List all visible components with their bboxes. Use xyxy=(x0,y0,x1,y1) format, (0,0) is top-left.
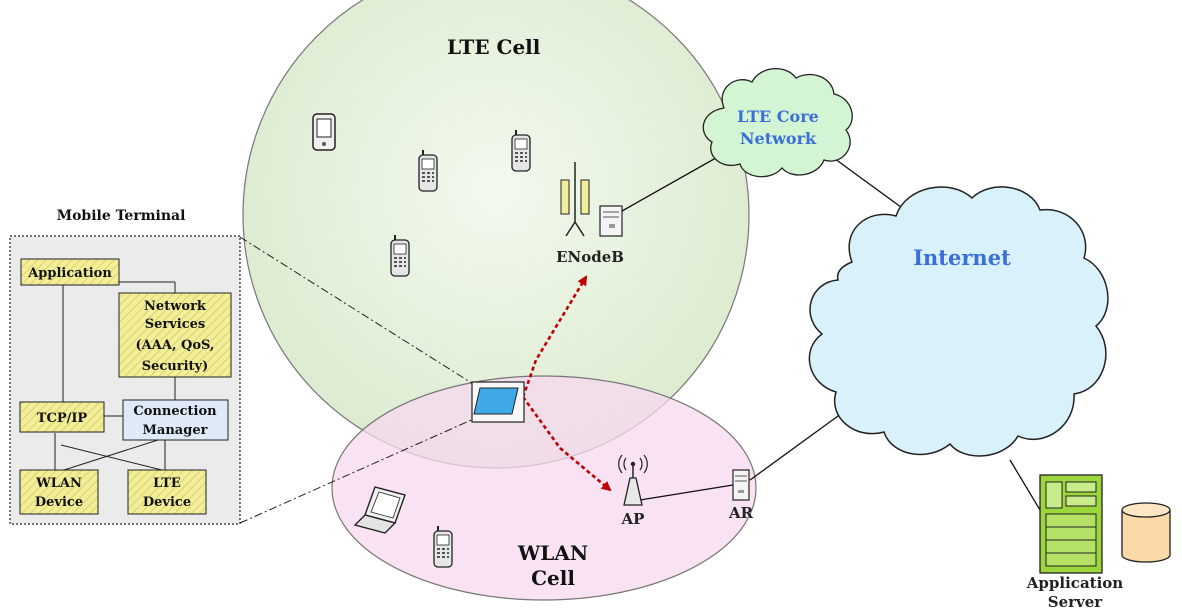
internet-cloud: Internet xyxy=(808,186,1109,457)
projection-line-top xyxy=(239,236,479,388)
mobile-phone-icon xyxy=(511,130,531,172)
connection-manager-line2: Manager xyxy=(143,423,208,438)
network-services-line2: Services xyxy=(145,317,206,332)
lte-device-line1: LTE xyxy=(153,476,181,491)
network-services-line1: Network xyxy=(144,299,207,314)
tcpip-block xyxy=(19,401,105,433)
wlan-cell-label-line1: WLAN xyxy=(517,541,588,565)
app-server-label-line2: Server xyxy=(1048,593,1104,611)
app-server-label-line1: Application xyxy=(1026,574,1123,592)
lte-device-line2: Device xyxy=(143,495,191,510)
wlan-cell-label-line2: Cell xyxy=(531,566,575,590)
network-services-line4: Security) xyxy=(142,359,209,374)
access-router-server-icon xyxy=(732,469,750,501)
mobile-phone-icon xyxy=(390,235,410,277)
link-enodeb-ltecore xyxy=(621,149,731,212)
mobile-terminal-title: Mobile Terminal xyxy=(57,208,186,224)
connection-manager-line1: Connection xyxy=(133,404,217,419)
tcpip-block-label: TCP/IP xyxy=(37,411,88,426)
projection-line-bottom xyxy=(239,416,479,524)
ap-label: AP xyxy=(621,510,645,528)
lte-core-cloud: LTE Core Network xyxy=(702,68,853,178)
application-block xyxy=(20,258,120,286)
lte-cell-label: LTE Cell xyxy=(447,35,541,59)
wlan-device-block xyxy=(19,469,99,515)
tablet-icon xyxy=(471,381,525,423)
handover-arrow-to-ap xyxy=(521,396,612,492)
application-server-icon xyxy=(1039,474,1103,574)
application-block-label: Application xyxy=(27,266,112,281)
lte-core-label-line1: LTE Core xyxy=(737,107,819,126)
lte-device-block xyxy=(127,469,207,515)
laptop-icon xyxy=(353,486,406,534)
network-services-block xyxy=(118,292,232,378)
internet-label: Internet xyxy=(913,245,1011,270)
mobile-phone-icon xyxy=(433,526,453,568)
access-point-icon xyxy=(618,454,648,506)
mobile-phone-icon xyxy=(418,150,438,192)
link-ap-ar xyxy=(639,484,734,501)
ar-label: AR xyxy=(728,504,754,522)
network-services-line3: (AAA, QoS, xyxy=(136,338,215,353)
database-icon xyxy=(1121,502,1171,563)
pda-icon xyxy=(312,113,336,151)
wlan-device-line1: WLAN xyxy=(35,476,82,491)
lte-core-label-line2: Network xyxy=(740,129,817,148)
enodeb-server-icon xyxy=(599,205,623,237)
enodeb-antenna-icon xyxy=(560,162,590,237)
connection-manager-block xyxy=(122,399,229,441)
enodeb-label: ENodeB xyxy=(556,248,624,266)
wlan-device-line2: Device xyxy=(35,495,83,510)
link-internet-server xyxy=(1009,459,1041,511)
